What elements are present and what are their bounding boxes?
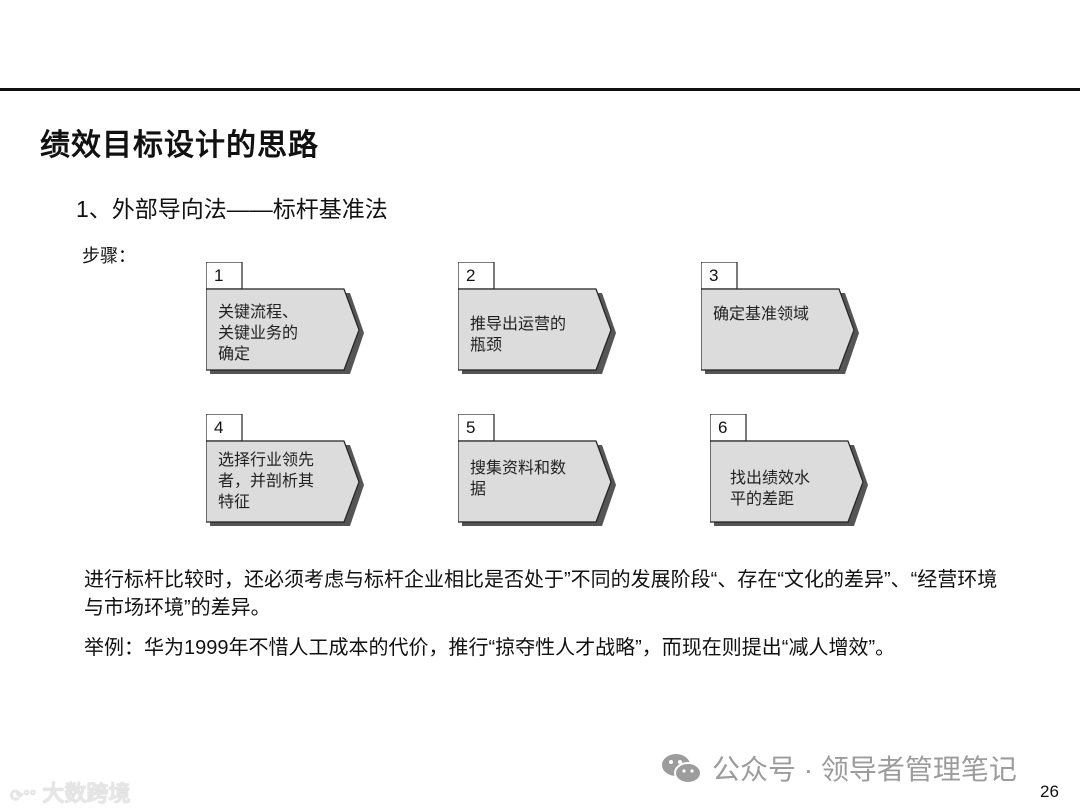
arrow-box-shape [206, 414, 364, 526]
arrow-box-shape [206, 262, 364, 374]
page-number: 26 [1040, 782, 1059, 801]
step-box-1: 1 关键流程、关键业务的确定 [206, 262, 366, 374]
step-number: 6 [718, 418, 728, 437]
step-text: 关键流程、关键业务的确定 [218, 304, 299, 363]
step-box-6: 6 找出绩效水平的差距 [710, 414, 870, 526]
arrow-box-shape [458, 262, 616, 374]
step-text: 找出绩效水平的差距 [730, 470, 811, 508]
benchmark-note-paragraph: 进行标杆比较时，还必须考虑与标杆企业相比是否处于”不同的发展阶段“、存在“文化的… [84, 569, 998, 619]
step-text: 确定基准领域 [713, 306, 810, 323]
step-box-5: 5 搜集资料和数据 [458, 414, 618, 526]
wechat-icon [660, 751, 704, 785]
steps-label: 步骤： [82, 246, 136, 266]
watermark-left: ⟳°° 大数跨境 [10, 781, 131, 806]
step-number: 5 [466, 418, 476, 437]
step-box-2: 2 推导出运营的瓶颈 [458, 262, 618, 374]
step-number: 3 [709, 266, 719, 285]
step-number: 2 [466, 266, 476, 285]
step-number: 4 [214, 418, 224, 437]
step-number: 1 [214, 266, 224, 285]
arrow-box-shape [710, 414, 868, 526]
slide-title: 绩效目标设计的思路 [40, 129, 319, 162]
step-text: 推导出运营的瓶颈 [470, 316, 567, 354]
arrow-box-shape [458, 414, 616, 526]
step-box-3: 3 确定基准领域 [701, 262, 861, 374]
watermark-right: 公众号 · 领导者管理笔记 [660, 748, 1017, 788]
step-text: 选择行业领先者，并剖析其特征 [218, 452, 315, 511]
example-paragraph: 举例：华为1999年不惜人工成本的代价，推行“掠夺性人才战略”，而现在则提出“减… [84, 637, 896, 659]
method-subtitle: 1、外部导向法——标杆基准法 [76, 196, 388, 222]
arrow-box-shape [701, 262, 859, 374]
top-rule [0, 88, 1080, 91]
step-text: 搜集资料和数据 [470, 460, 567, 498]
logo-icon: ⟳°° [10, 788, 37, 805]
step-box-4: 4 选择行业领先者，并剖析其特征 [206, 414, 366, 526]
